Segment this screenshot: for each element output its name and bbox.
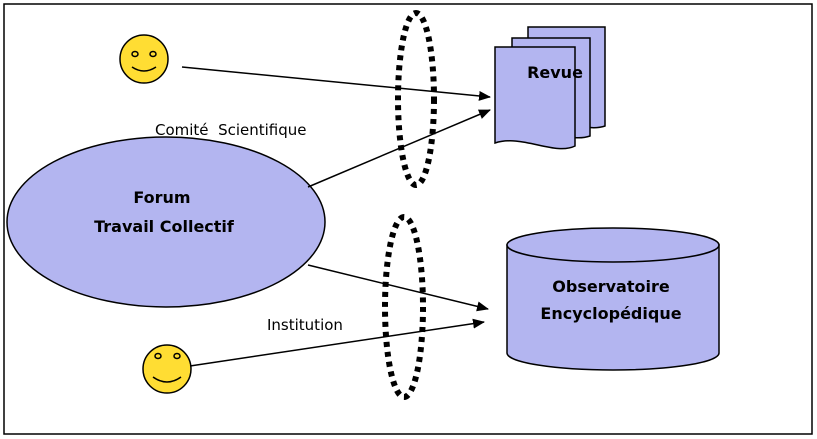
- institution-label: Institution: [267, 316, 343, 334]
- observatoire-database: Observatoire Encyclopédique: [506, 227, 720, 371]
- arrow-forum-to-observatoire: [307, 264, 489, 312]
- revue-document-stack: Revue: [494, 26, 606, 150]
- smiley-icon-bottom: [142, 344, 192, 394]
- arrow-smiley-to-revue: [181, 66, 491, 101]
- arrow-smiley-to-observatoire: [189, 318, 485, 367]
- forum-label-line2: Travail Collectif: [94, 217, 235, 236]
- observatoire-cylinder-top: [506, 227, 720, 263]
- revue-label: Revue: [527, 63, 583, 82]
- dotted-ring-bottom: [382, 214, 426, 400]
- smiley-icon-top: [119, 34, 169, 84]
- forum-label-line1: Forum: [133, 188, 190, 207]
- comite-scientifique-label: Comité Scientifique: [155, 121, 307, 139]
- observatoire-cylinder-body: [506, 244, 720, 371]
- dotted-ring-top: [395, 10, 437, 188]
- revue-page-front: [494, 46, 576, 150]
- observatoire-label-line2: Encyclopédique: [540, 304, 681, 323]
- forum-ellipse-shape: [6, 136, 326, 308]
- observatoire-label-line1: Observatoire: [552, 277, 670, 296]
- forum-ellipse: Forum Travail Collectif: [6, 136, 326, 308]
